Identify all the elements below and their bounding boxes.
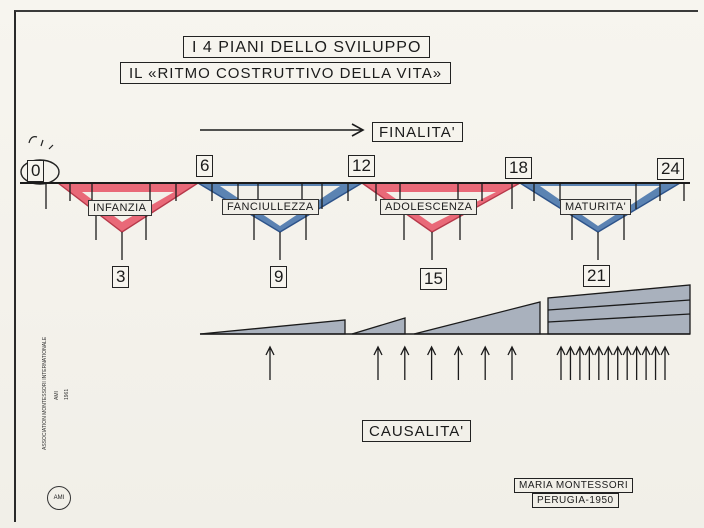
page-frame	[14, 10, 698, 522]
age-6: 6	[196, 155, 214, 177]
age-15: 15	[420, 268, 447, 290]
age-21: 21	[583, 265, 610, 287]
causalita-arrow	[265, 345, 275, 380]
title-line-2: IL «RITMO COSTRUTTIVO DELLA VITA»	[120, 62, 452, 84]
finalita-arrow-head	[351, 123, 365, 137]
causalita-arrows	[265, 345, 670, 380]
causalita-arrow	[575, 345, 585, 380]
causalita-arrow	[622, 345, 632, 380]
signature-place: PERUGIA-1950	[532, 493, 619, 508]
plane-label-adolescenza: ADOLESCENZA	[380, 199, 478, 215]
age-9: 9	[270, 266, 288, 288]
finalita-label: FINALITA'	[372, 122, 463, 142]
age-24: 24	[657, 158, 684, 180]
title-line-1: I 4 PIANI DELLO SVILUPPO	[183, 36, 431, 58]
causalita-arrow	[565, 345, 576, 380]
plane-label-maturita: MATURITA'	[560, 199, 632, 215]
causalita-arrow	[641, 345, 651, 380]
plane-label-infanzia: INFANZIA	[88, 200, 152, 216]
causalita-arrow	[603, 345, 613, 380]
age-3: 3	[112, 266, 130, 288]
signature-name: MARIA MONTESSORI	[514, 478, 634, 493]
side-text-line-3: 1961	[64, 388, 70, 400]
causalita-arrow	[584, 345, 594, 380]
causalita-arrow	[632, 345, 642, 380]
age-0: 0	[27, 160, 45, 182]
causalita-arrow	[400, 345, 410, 380]
causalita-arrow	[480, 345, 490, 380]
causalita-wedges	[199, 284, 691, 335]
side-text-line-2: AMI	[54, 391, 60, 400]
apex-lines	[121, 232, 599, 260]
causalita-arrow	[660, 345, 670, 380]
causalita-arrow	[427, 345, 437, 380]
causalita-arrow	[453, 345, 463, 380]
age-18: 18	[505, 157, 532, 179]
causalita-arrow	[650, 345, 661, 380]
causalita-arrow	[507, 345, 517, 380]
wedge-3	[413, 301, 541, 335]
causalita-label: CAUSALITA'	[362, 420, 472, 442]
causalita-arrow	[556, 345, 566, 380]
causalita-arrow	[613, 345, 623, 380]
side-vertical-text: ASSOCIATION MONTESSORI INTERNATIONALE AM…	[38, 336, 78, 450]
timeline-ticks	[45, 183, 685, 240]
ami-stamp-logo: AMI	[47, 486, 71, 510]
age-12: 12	[348, 155, 375, 177]
plane-label-fanciullezza: FANCIULLEZZA	[222, 199, 319, 215]
wedge-1	[199, 319, 346, 335]
causalita-arrow	[594, 345, 604, 380]
wedge-2	[351, 317, 406, 335]
wedge-4	[547, 284, 691, 335]
side-text-line-1: ASSOCIATION MONTESSORI INTERNATIONALE	[42, 336, 48, 450]
causalita-arrow	[373, 345, 383, 380]
